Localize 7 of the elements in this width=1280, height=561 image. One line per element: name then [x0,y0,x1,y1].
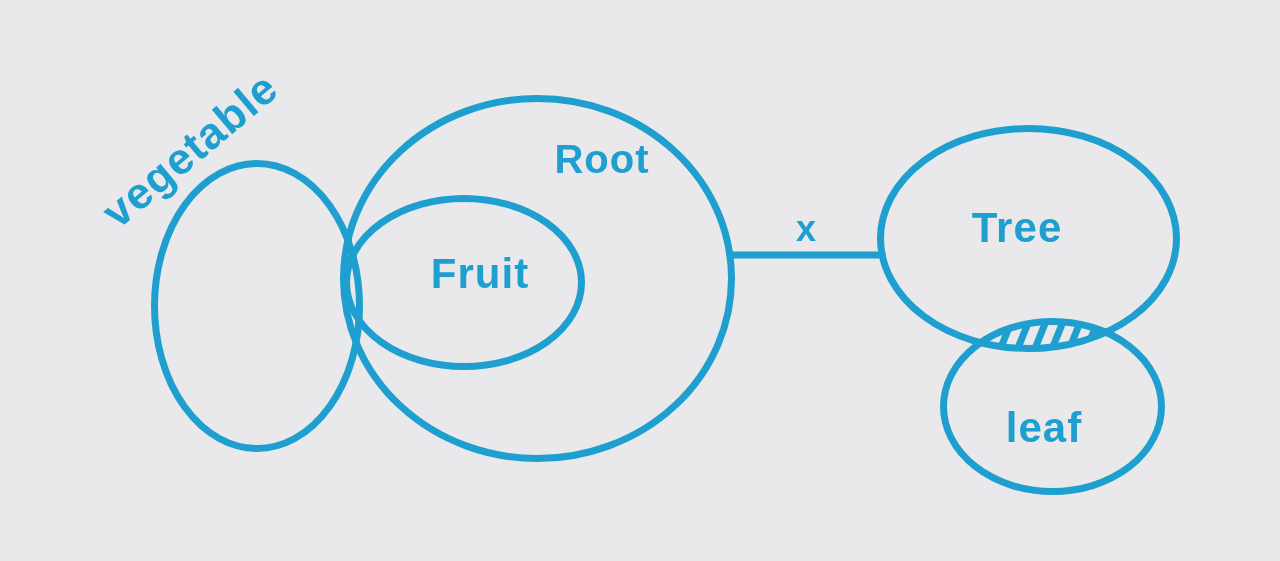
set-circle [340,95,735,462]
set-label: Fruit [430,253,530,295]
set-circle [877,125,1180,352]
set-label: leaf [1005,407,1083,449]
set-circle [940,318,1165,495]
set-label: Root [554,139,650,179]
set-label: Tree [971,207,1063,249]
